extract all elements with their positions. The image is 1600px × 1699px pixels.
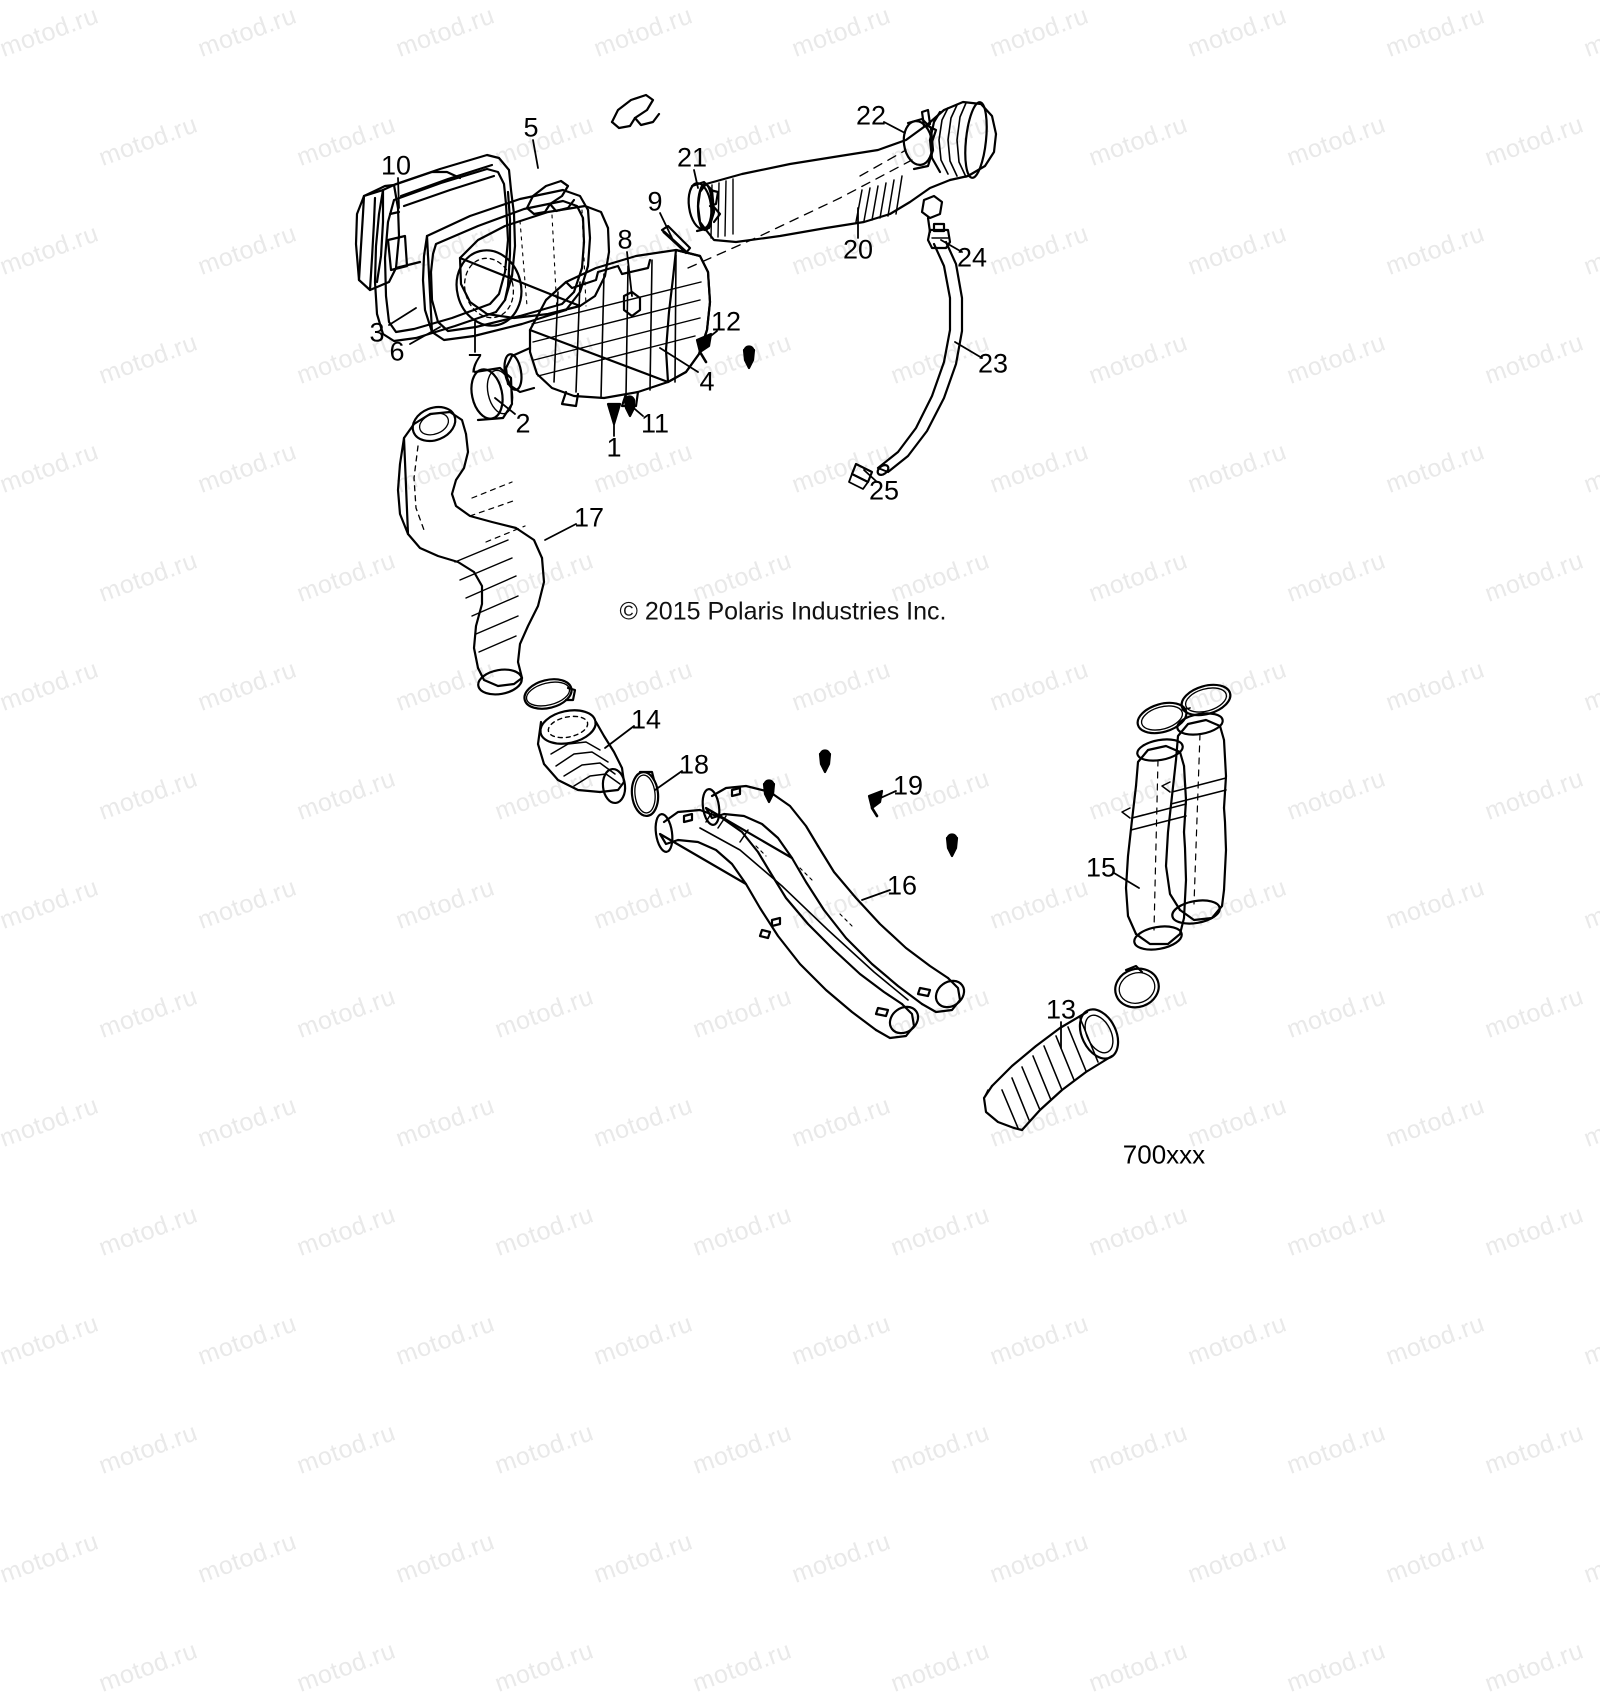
watermark-text: motod.ru (986, 1527, 1093, 1589)
callout-4: 4 (699, 366, 715, 397)
watermark-text: motod.ru (1481, 1200, 1588, 1262)
callout-19: 19 (892, 770, 924, 801)
callout-7: 7 (467, 348, 483, 379)
callout-10: 10 (380, 150, 412, 181)
part-14-elbow-duct (536, 709, 627, 805)
part-7-air-filter-element (455, 204, 611, 327)
watermark-text: motod.ru (1085, 1636, 1192, 1698)
watermark-text: motod.ru (1481, 1418, 1588, 1480)
watermark-text: motod.ru (293, 1418, 400, 1480)
watermark-text: motod.ru (392, 1309, 499, 1371)
part-18-hose-clamp (630, 770, 660, 818)
watermark-text: motod.ru (0, 1309, 103, 1371)
watermark-text: motod.ru (1283, 1636, 1390, 1698)
part-13-flexible-intake-hose (982, 1008, 1120, 1132)
watermark-text: motod.ru (1283, 1418, 1390, 1480)
copyright-notice: © 2015 Polaris Industries Inc. (619, 597, 947, 626)
watermark-text: motod.ru (0, 1636, 4, 1698)
watermark-text: motod.ru (788, 1527, 895, 1589)
watermark-text: motod.ru (194, 1527, 301, 1589)
part-20-breather-tube (687, 100, 998, 269)
part-17-upper-plenum-duct (396, 405, 546, 696)
watermark-text: motod.ru (689, 1636, 796, 1698)
callout-5: 5 (523, 112, 539, 143)
part-22-hose-clamp (902, 108, 938, 171)
part-23-drain-hose (876, 240, 964, 476)
callout-14: 14 (630, 704, 662, 735)
watermark-text: motod.ru (1184, 1527, 1291, 1589)
watermark-text: motod.ru (1382, 1527, 1489, 1589)
watermark-text: motod.ru (1481, 1636, 1588, 1698)
callout-12: 12 (710, 306, 742, 337)
watermark-text: motod.ru (0, 1418, 4, 1480)
hose-clamp-ring-lower (1114, 964, 1160, 1009)
callout-9: 9 (647, 186, 663, 217)
fasteners (606, 332, 959, 858)
hose-clamp-ring-upper (523, 678, 577, 710)
watermark-text: motod.ru (887, 1418, 994, 1480)
watermark-text: motod.ru (0, 1200, 4, 1262)
part-15-twin-snorkel-duct (1121, 683, 1232, 951)
watermark-text: motod.ru (590, 1527, 697, 1589)
part-3-air-box-cover (373, 153, 517, 343)
technical-drawing (354, 93, 1232, 1132)
watermark-text: motod.ru (689, 1200, 796, 1262)
watermark-text: motod.ru (194, 1309, 301, 1371)
watermark-text: motod.ru (1382, 1309, 1489, 1371)
callout-18: 18 (678, 749, 710, 780)
part-24-hose-clamp-small (926, 222, 952, 250)
watermark-text: motod.ru (1580, 1527, 1600, 1589)
callout-6: 6 (389, 336, 405, 367)
part-25-hose-cap-plug (848, 462, 874, 490)
callout-11: 11 (640, 408, 670, 439)
watermark-text: motod.ru (887, 1200, 994, 1262)
watermark-text: motod.ru (590, 1309, 697, 1371)
callout-20: 20 (842, 234, 874, 265)
watermark-text: motod.ru (392, 1527, 499, 1589)
diagram-part-number: 700xxx (1122, 1139, 1206, 1170)
callout-15: 15 (1085, 852, 1117, 883)
watermark-text: motod.ru (1580, 1309, 1600, 1371)
callout-3: 3 (369, 317, 385, 348)
watermark-text: motod.ru (491, 1200, 598, 1262)
watermark-text: motod.ru (689, 1418, 796, 1480)
watermark-text: motod.ru (95, 1418, 202, 1480)
part-5-retaining-clip (525, 93, 661, 216)
part-2-inlet-boot (470, 366, 514, 422)
callout-leader-lines (388, 121, 1140, 1049)
callout-1: 1 (606, 432, 622, 463)
watermark-text: motod.ru (1184, 1309, 1291, 1371)
part-16-main-intake-duct (654, 784, 966, 1040)
watermark-text: motod.ru (293, 1200, 400, 1262)
callout-24: 24 (956, 242, 988, 273)
watermark-text: motod.ru (788, 1309, 895, 1371)
callout-22: 22 (855, 100, 887, 131)
watermark-text: motod.ru (0, 1527, 103, 1589)
watermark-text: motod.ru (986, 1309, 1093, 1371)
watermark-text: motod.ru (887, 1636, 994, 1698)
watermark-text: motod.ru (95, 1200, 202, 1262)
watermark-text: motod.ru (293, 1636, 400, 1698)
callout-25: 25 (868, 475, 900, 506)
callout-23: 23 (977, 348, 1009, 379)
callout-21: 21 (676, 142, 708, 173)
watermark-text: motod.ru (491, 1636, 598, 1698)
watermark-text: motod.ru (1283, 1200, 1390, 1262)
watermark-text: motod.ru (491, 1418, 598, 1480)
callout-8: 8 (617, 224, 633, 255)
watermark-text: motod.ru (1085, 1418, 1192, 1480)
part-10-cover-panel (354, 170, 462, 292)
callout-17: 17 (573, 502, 605, 533)
watermark-text: motod.ru (1085, 1200, 1192, 1262)
callout-13: 13 (1045, 994, 1077, 1025)
callout-16: 16 (886, 870, 918, 901)
watermark-text: motod.ru (95, 1636, 202, 1698)
callout-2: 2 (515, 408, 531, 439)
